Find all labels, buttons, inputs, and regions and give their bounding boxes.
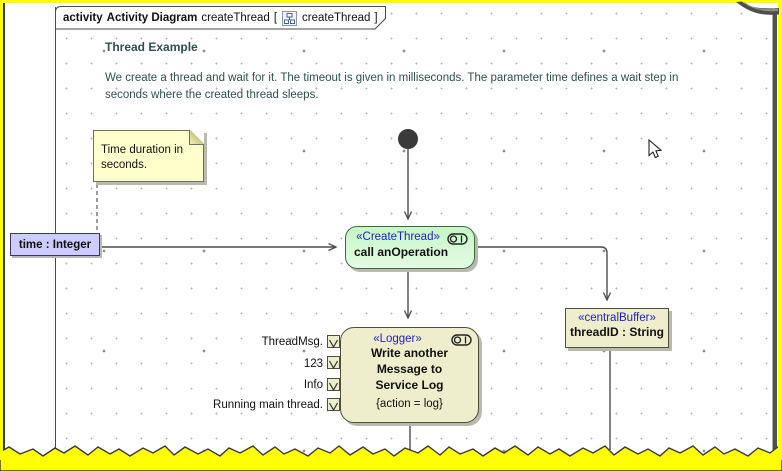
action-indicator-icon — [447, 233, 468, 245]
frame-open-bracket: [ — [273, 12, 278, 24]
clip-border-right — [778, 0, 782, 460]
activity-frame-left-border — [55, 7, 56, 453]
diagram-thumbnail-icon — [282, 10, 298, 26]
logger-name-line: Service Log — [375, 378, 444, 392]
diagram-description-text[interactable]: We create a thread and wait for it. The … — [105, 72, 679, 101]
frame-tab-text: activity Activity Diagram createThread [… — [63, 8, 378, 28]
frame-diagram-name: createThread — [201, 12, 270, 24]
value-pin-label[interactable]: 123 — [303, 358, 323, 370]
activity-parameter-node[interactable]: time : Integer — [10, 233, 100, 256]
frame-tab-shape[interactable] — [55, 6, 386, 30]
frame-ref-name: createThread — [302, 12, 371, 24]
central-buffer-stereotype: «centralBuffer» — [578, 312, 656, 324]
value-pin[interactable] — [327, 378, 340, 392]
note-text: Time duration in seconds. — [101, 144, 184, 171]
logger-constraint: {action = log} — [376, 398, 443, 410]
tear-path — [0, 444, 782, 471]
clip-border-top — [0, 0, 782, 3]
create-thread-name: call anOperation — [354, 245, 449, 259]
logger-name-line: Message to — [376, 362, 443, 376]
value-pin[interactable] — [327, 356, 340, 370]
central-buffer-name: threadID : String — [569, 325, 664, 339]
logger-action[interactable]: «Logger» Write another Message to Servic… — [340, 327, 479, 423]
clip-shadow-left — [3, 0, 5, 452]
clip-shadow-right — [773, 10, 777, 452]
value-pin[interactable] — [327, 398, 340, 412]
value-pin-label[interactable]: ThreadMsg. — [261, 336, 323, 348]
action-indicator-icon — [451, 334, 472, 346]
edge-create-thread-to-central-buffer[interactable] — [475, 246, 607, 300]
value-pin-label[interactable]: Info — [303, 379, 323, 391]
note-fold-corner-icon — [189, 130, 204, 145]
activity-parameter-label: time : Integer — [18, 238, 92, 251]
create-thread-stereotype: «CreateThread» — [356, 231, 440, 243]
frame-kind-label: activity — [63, 12, 103, 24]
frame-diagram-type: Activity Diagram — [106, 12, 198, 24]
logger-stereotype: «Logger» — [373, 333, 422, 345]
torn-edge — [0, 444, 782, 471]
activity-frame-tab[interactable] — [55, 6, 391, 30]
create-thread-action[interactable]: «CreateThread» call anOperation — [345, 226, 475, 269]
diagram-heading-text[interactable]: Thread Example — [105, 40, 198, 54]
comment-note[interactable]: Time duration in seconds. — [93, 130, 204, 182]
initial-node[interactable] — [398, 129, 418, 149]
value-pin-label[interactable]: Running main thread. — [213, 399, 323, 411]
page-curl-icon — [736, 1, 779, 15]
clip-shadow-right-light — [772, 10, 773, 452]
value-pin[interactable] — [327, 335, 340, 349]
frame-close-bracket: ] — [374, 12, 378, 24]
logger-name-line: Write another — [370, 346, 449, 360]
central-buffer-node[interactable]: «centralBuffer» threadID : String — [565, 308, 669, 348]
clip-border-left — [0, 0, 3, 460]
